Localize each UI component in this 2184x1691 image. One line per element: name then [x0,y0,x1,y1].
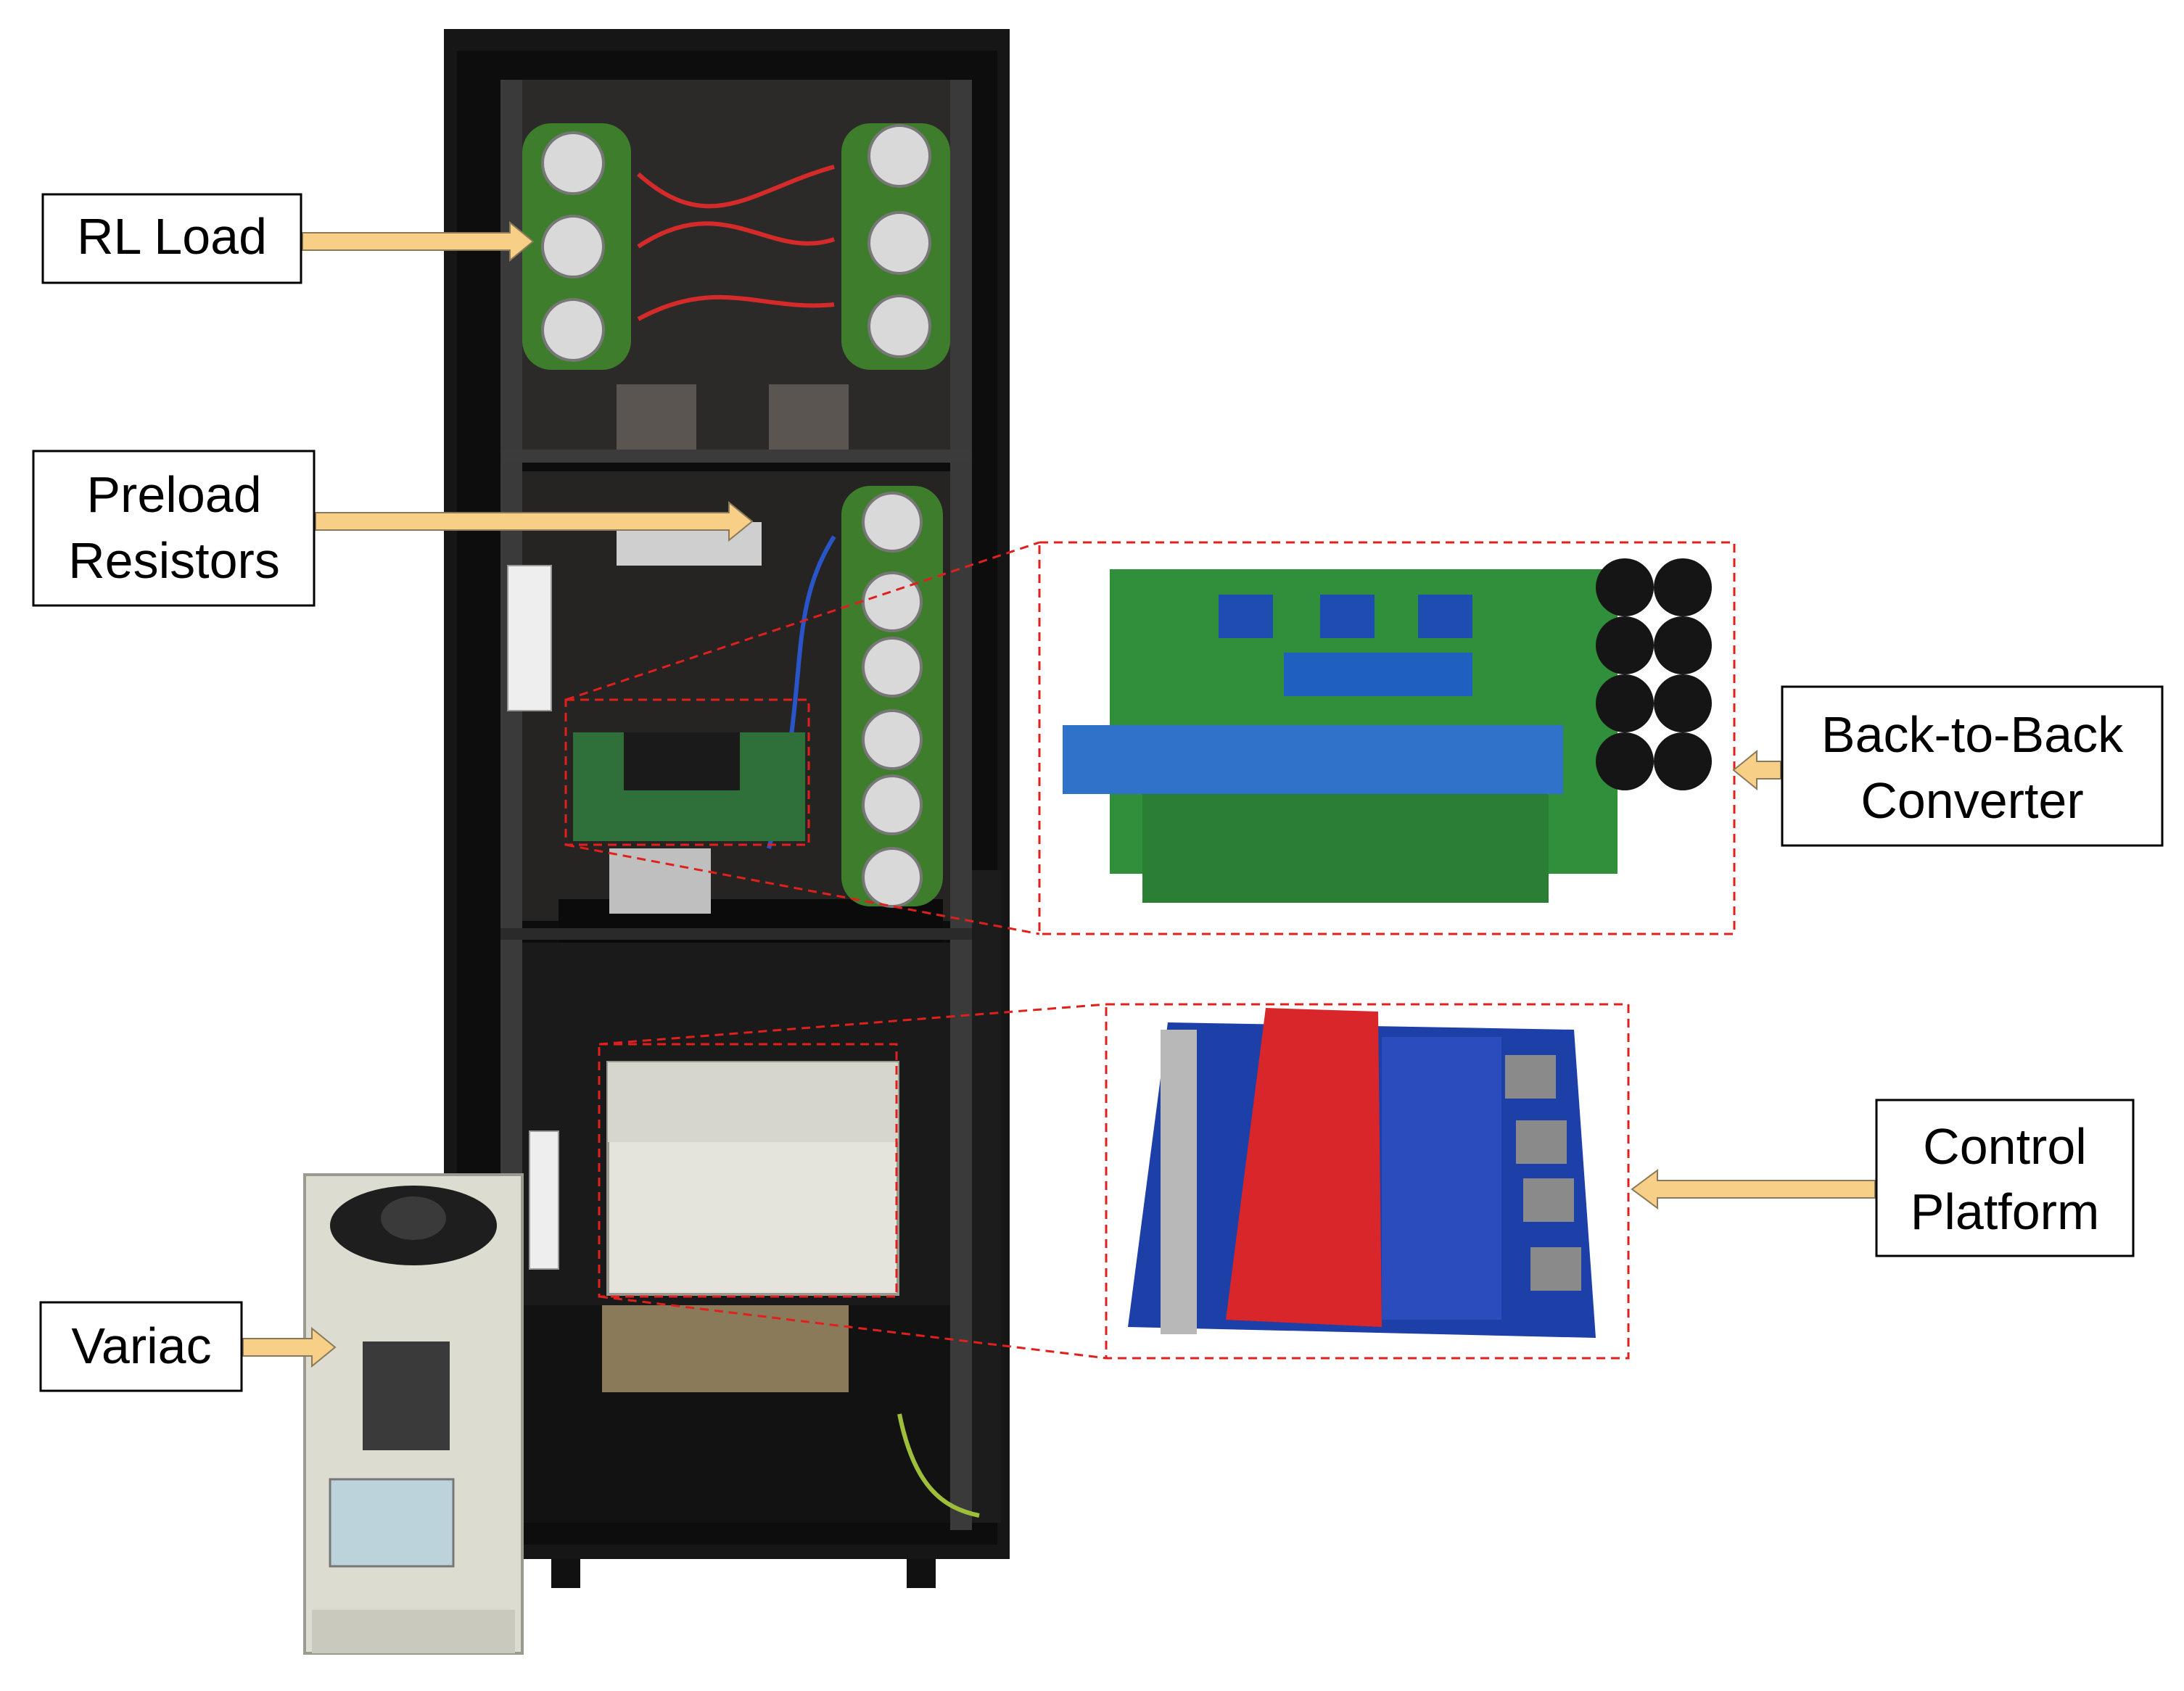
control-platform-label: Control Platform [1875,1099,2135,1257]
control-platform-photo [1128,1008,1596,1338]
variac-label: Variac [39,1301,243,1392]
converter-arrow [1732,749,1781,791]
variac-unit [303,1173,524,1655]
ground-wire [897,1413,980,1518]
back-to-back-converter-label: Back-to-Back Converter [1781,685,2164,847]
control-enclosure [602,1061,899,1392]
svg-text:Back-to-Back: Back-to-Back [1821,706,2124,763]
preload-resistors [617,486,943,908]
svg-text:Platform: Platform [1911,1183,2100,1240]
converter-photo [1063,558,1712,903]
svg-text:Control: Control [1923,1118,2087,1175]
preload-arrow [315,500,754,542]
variac-arrow [242,1326,337,1368]
control-arrow [1631,1169,1876,1210]
preload-resistors-label: Preload Resistors [32,450,316,607]
converter-inset-frame [1038,541,1736,935]
callout-connectors [564,541,1736,1360]
control-inset-frame [1105,1003,1630,1360]
rl-load-resistors [522,123,950,450]
svg-text:Variac: Variac [71,1318,211,1374]
cabinet-converter-board [573,732,805,914]
svg-text:Resistors: Resistors [68,532,280,589]
svg-text:Preload: Preload [86,466,261,523]
cabinet-converter-highlight [564,698,810,846]
cabinet-control-highlight [598,1043,898,1298]
rl-load-label: RL Load [41,193,302,284]
rl-load-arrow [302,220,535,262]
svg-text:Converter: Converter [1860,772,2083,829]
svg-text:RL Load: RL Load [77,208,267,265]
